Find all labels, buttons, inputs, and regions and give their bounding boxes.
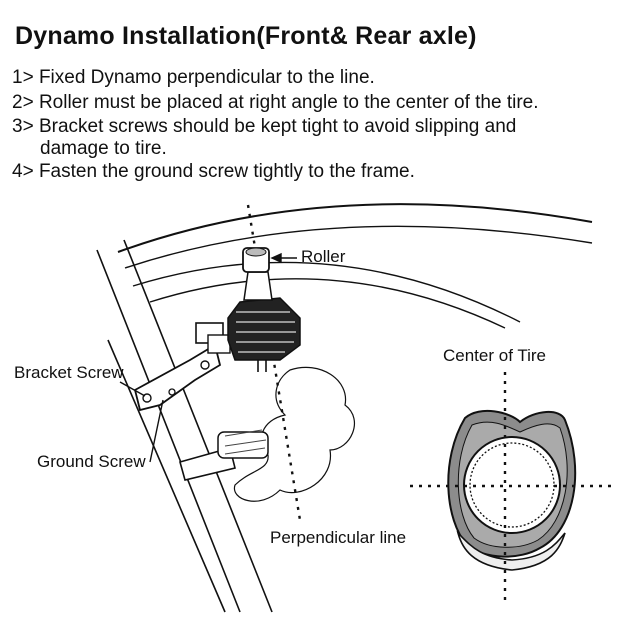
roller-label: Roller	[301, 247, 346, 266]
dynamo-body	[227, 247, 301, 372]
instruction-step-2: 2> Roller must be placed at right angle …	[12, 92, 539, 113]
instruction-step-4: 4> Fasten the ground screw tightly to th…	[12, 161, 415, 182]
instruction-step-1: 1> Fixed Dynamo perpendicular to the lin…	[12, 67, 375, 88]
ground-screw-label: Ground Screw	[37, 452, 146, 471]
diagram-title: Dynamo Installation(Front& Rear axle)	[15, 22, 477, 50]
center-of-tire-guides	[410, 372, 612, 600]
mounting-bracket	[133, 343, 222, 412]
frame-tubes	[96, 239, 273, 613]
tire-cross-section	[447, 410, 577, 571]
label-leaders	[119, 252, 297, 463]
dynamo-lever	[195, 322, 231, 354]
instruction-step-3-continued: damage to tire.	[40, 138, 167, 159]
dynamo-cable	[233, 366, 356, 502]
perpendicular-line-label: Perpendicular line	[270, 528, 407, 547]
ground-screw-icon	[168, 388, 176, 396]
instruction-step-3: 3> Bracket screws should be kept tight t…	[12, 116, 517, 137]
ground-clamp	[179, 429, 269, 481]
center-of-tire-label: Center of Tire	[443, 346, 546, 365]
bracket-screw-label: Bracket Screw	[14, 363, 124, 382]
tire-arcs	[117, 203, 593, 329]
